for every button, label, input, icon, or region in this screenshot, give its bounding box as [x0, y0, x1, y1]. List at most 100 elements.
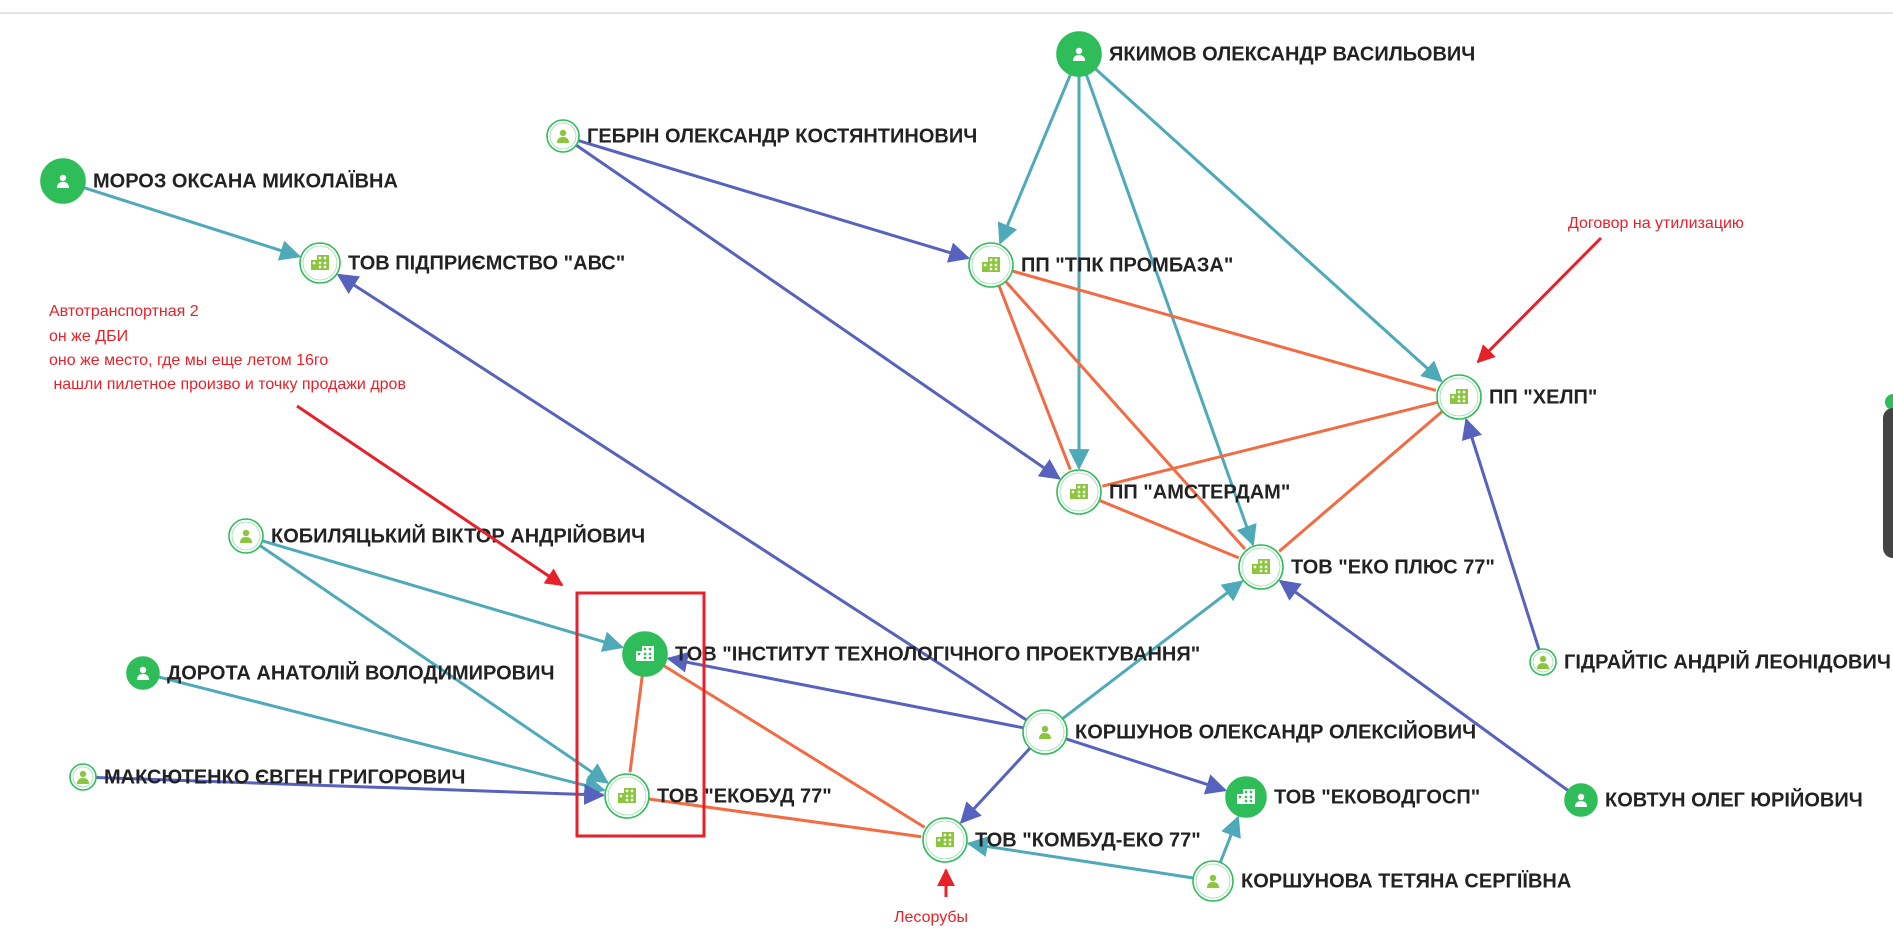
edge-korshunova-ekovodgosp[interactable]	[1218, 815, 1241, 863]
node-label-kombud: ТОВ "КОМБУД-ЕКО 77"	[975, 829, 1201, 851]
node-kovtun[interactable]: КОВТУН ОЛЕГ ЮРІЙОВИЧ	[1564, 783, 1863, 817]
annotation-dbi-line-4: нашли пилетное произво и точку продажи д…	[49, 376, 406, 393]
person-icon	[1207, 874, 1219, 888]
node-dorota[interactable]: ДОРОТА АНАТОЛІЙ ВОЛОДИМИРОВИЧ	[126, 656, 555, 690]
node-label-moroz: МОРОЗ ОКСАНА МИКОЛАЇВНА	[93, 169, 398, 192]
node-label-institute: ТОВ "ІНСТИТУТ ТЕХНОЛОГІЧНОГО ПРОЕКТУВАНН…	[675, 643, 1200, 665]
person-icon	[57, 174, 69, 188]
person-icon	[1073, 47, 1085, 61]
node-label-amsterdam: ПП "АМСТЕРДАМ"	[1109, 481, 1290, 503]
node-yakimov[interactable]: ЯКИМОВ ОЛЕКСАНДР ВАСИЛЬОВИЧ	[1056, 31, 1475, 77]
edge-korshunov-ekovodgosp[interactable]	[1065, 737, 1228, 795]
building-icon	[1237, 789, 1255, 804]
edge-korshunov-ekoplus[interactable]	[1061, 580, 1244, 720]
edge-yakimov-tpk[interactable]	[997, 73, 1072, 245]
node-label-maksyutenko: МАКСЮТЕНКО ЄВГЕН ГРИГОРОВИЧ	[104, 766, 465, 788]
node-ekovodgosp[interactable]: ТОВ "ЕКОВОДГОСП"	[1225, 776, 1480, 818]
node-label-yakimov: ЯКИМОВ ОЛЕКСАНДР ВАСИЛЬОВИЧ	[1109, 43, 1475, 65]
edge-help-ekoplus[interactable]	[1278, 410, 1444, 553]
edge-yakimov-ekoplus[interactable]	[1084, 74, 1257, 547]
edge-dorota-ekobud[interactable]	[158, 675, 606, 796]
edge-ekobud-kombud[interactable]	[648, 797, 922, 839]
person-icon	[557, 129, 569, 143]
edge-maksyutenko-ekobud[interactable]	[95, 775, 606, 805]
node-label-gebrin: ГЕБРІН ОЛЕКСАНДР КОСТЯНТИНОВИЧ	[587, 125, 977, 147]
annotation-contract: Договор на утилизацию	[1568, 215, 1744, 232]
edge-kovtun-ekoplus[interactable]	[1278, 579, 1569, 792]
side-panel-handle[interactable]	[1883, 408, 1893, 558]
person-icon	[240, 529, 252, 543]
node-label-gidraitis: ГІДРАЙТІС АНДРІЙ ЛЕОНІДОВИЧ	[1564, 649, 1891, 673]
node-kombud[interactable]: ТОВ "КОМБУД-ЕКО 77"	[922, 817, 1201, 863]
node-ekoplus[interactable]: ТОВ "ЕКО ПЛЮС 77"	[1238, 544, 1495, 590]
annotation-lumberjacks: Лесорубы	[894, 909, 968, 926]
node-maksyutenko[interactable]: МАКСЮТЕНКО ЄВГЕН ГРИГОРОВИЧ	[69, 763, 465, 791]
edge-tpk-amsterdam[interactable]	[997, 284, 1072, 471]
side-panel-tab[interactable]	[1885, 394, 1893, 410]
node-label-tpk: ПП "ТПК ПРОМБАЗА"	[1021, 254, 1233, 276]
node-ekobud[interactable]: ТОВ "ЕКОБУД 77"	[604, 773, 832, 819]
building-icon	[936, 832, 954, 847]
edge-yakimov-help[interactable]	[1094, 67, 1443, 383]
annotation-dbi-line-2: он же ДБИ	[49, 328, 128, 345]
edge-korshunov-kombud[interactable]	[959, 747, 1032, 824]
node-moroz[interactable]: МОРОЗ ОКСАНА МИКОЛАЇВНА	[40, 158, 398, 204]
person-icon	[77, 770, 89, 784]
edge-moroz-abc[interactable]	[83, 186, 302, 261]
edge-institute-ekobud[interactable]	[628, 675, 644, 773]
annotation-arrow-dbi	[296, 404, 564, 587]
node-gebrin[interactable]: ГЕБРІН ОЛЕКСАНДР КОСТЯНТИНОВИЧ	[546, 119, 977, 153]
node-korshunova[interactable]: КОРШУНОВА ТЕТЯНА СЕРГІЇВНА	[1192, 860, 1571, 902]
edge-tpk-ekoplus[interactable]	[1004, 280, 1247, 551]
edge-kobylyatsky-ekobud[interactable]	[259, 544, 609, 784]
node-label-ekoplus: ТОВ "ЕКО ПЛЮС 77"	[1291, 556, 1495, 578]
edge-gebrin-tpk[interactable]	[577, 139, 971, 263]
building-icon	[311, 255, 329, 270]
node-label-kobylyatsky: КОБИЛЯЦЬКИЙ ВІКТОР АНДРІЙОВИЧ	[271, 523, 645, 547]
node-help[interactable]: ПП "ХЕЛП"	[1436, 374, 1597, 420]
person-icon	[1575, 793, 1587, 807]
annotation-dbi-line-3: оно же место, где мы еще летом 16го	[49, 352, 328, 369]
edge-gidraitis-help[interactable]	[1461, 417, 1541, 651]
node-label-abc: ТОВ ПІДПРИЄМСТВО "АВС"	[348, 252, 625, 274]
node-label-ekobud: ТОВ "ЕКОБУД 77"	[657, 785, 832, 807]
edge-gebrin-amsterdam[interactable]	[575, 143, 1061, 480]
node-abc[interactable]: ТОВ ПІДПРИЄМСТВО "АВС"	[299, 242, 625, 284]
edge-korshunova-kombud[interactable]	[966, 836, 1194, 880]
node-amsterdam[interactable]: ПП "АМСТЕРДАМ"	[1056, 469, 1290, 515]
person-icon	[137, 666, 149, 680]
node-institute[interactable]: ТОВ "ІНСТИТУТ ТЕХНОЛОГІЧНОГО ПРОЕКТУВАНН…	[622, 631, 1200, 677]
edge-amsterdam-ekoplus[interactable]	[1098, 498, 1240, 560]
node-label-korshunov: КОРШУНОВ ОЛЕКСАНДР ОЛЕКСІЙОВИЧ	[1075, 719, 1476, 743]
highlight-box	[575, 591, 706, 838]
building-icon	[1252, 559, 1270, 574]
edge-korshunov-institute[interactable]	[666, 651, 1024, 730]
building-icon	[982, 257, 1000, 272]
node-korshunov[interactable]: КОРШУНОВ ОЛЕКСАНДР ОЛЕКСІЙОВИЧ	[1022, 709, 1476, 755]
node-gidraitis[interactable]: ГІДРАЙТІС АНДРІЙ ЛЕОНІДОВИЧ	[1529, 648, 1891, 676]
edge-kobylyatsky-institute[interactable]	[261, 539, 624, 652]
person-icon	[1039, 725, 1051, 739]
node-tpk[interactable]: ПП "ТПК ПРОМБАЗА"	[968, 242, 1233, 288]
building-icon	[1070, 484, 1088, 499]
node-label-dorota: ДОРОТА АНАТОЛІЙ ВОЛОДИМИРОВИЧ	[167, 660, 555, 684]
edge-korshunov-abc[interactable]	[336, 273, 1028, 722]
building-icon	[618, 788, 636, 803]
node-label-ekovodgosp: ТОВ "ЕКОВОДГОСП"	[1274, 786, 1480, 808]
edges-layer	[83, 67, 1569, 880]
building-icon	[636, 646, 654, 661]
node-label-korshunova: КОРШУНОВА ТЕТЯНА СЕРГІЇВНА	[1241, 869, 1571, 892]
node-kobylyatsky[interactable]: КОБИЛЯЦЬКИЙ ВІКТОР АНДРІЙОВИЧ	[228, 518, 645, 554]
node-label-kovtun: КОВТУН ОЛЕГ ЮРІЙОВИЧ	[1605, 787, 1863, 811]
edge-institute-kombud[interactable]	[662, 664, 926, 829]
annotation-dbi-line-1: Автотранспортная 2	[49, 303, 199, 320]
edge-help-amsterdam[interactable]	[1101, 400, 1439, 488]
person-icon	[1537, 655, 1549, 669]
annotation-arrow-contract	[1476, 236, 1603, 364]
edge-tpk-help[interactable]	[1011, 269, 1437, 392]
nodes-layer: ЯКИМОВ ОЛЕКСАНДР ВАСИЛЬОВИЧ ГЕБРІН ОЛЕКСА…	[40, 31, 1891, 902]
top-toolbar-border	[0, 0, 1893, 14]
node-label-help: ПП "ХЕЛП"	[1489, 386, 1597, 408]
building-icon	[1450, 389, 1468, 404]
